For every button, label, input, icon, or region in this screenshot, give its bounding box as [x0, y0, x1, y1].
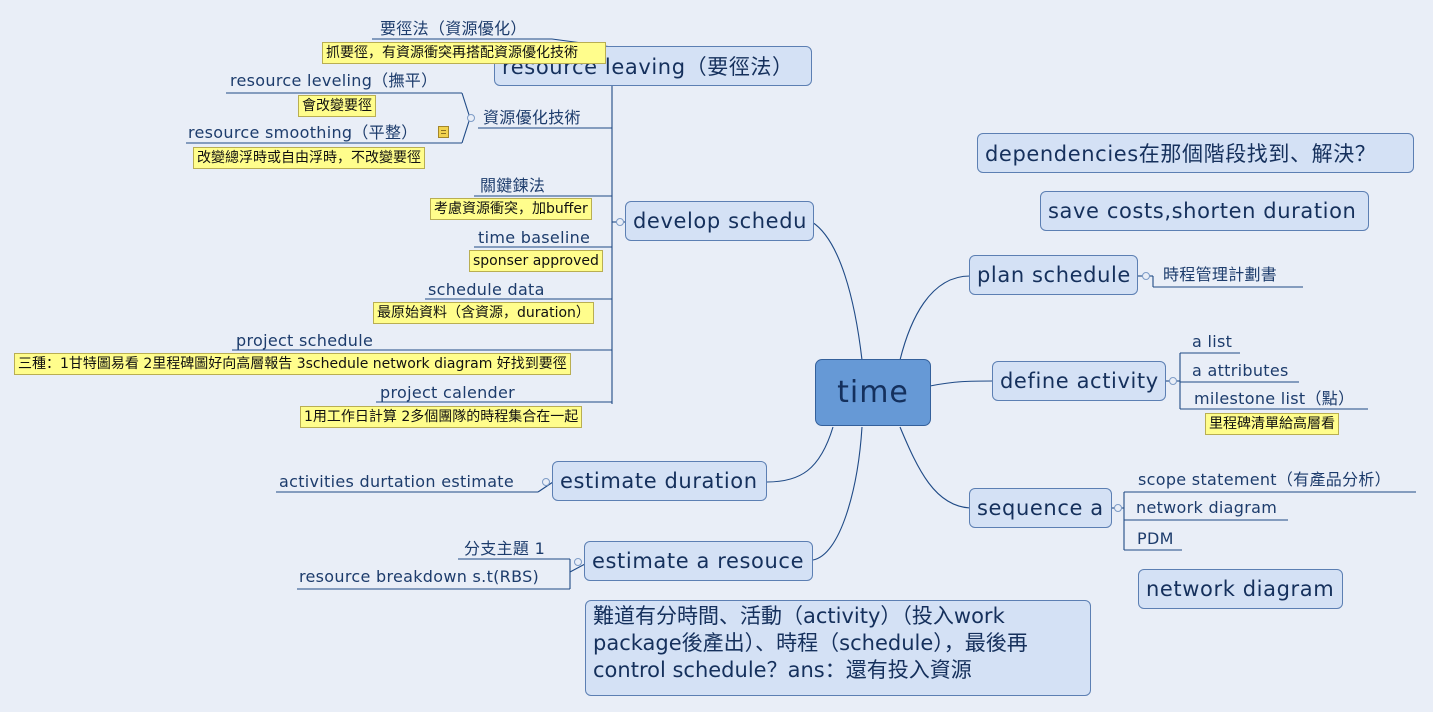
subtopic-network-diagram[interactable]: network diagram: [1136, 498, 1278, 517]
subtopic-scope-statement[interactable]: scope statement（有產品分析）: [1138, 470, 1391, 489]
note-resource-leveling: 會改變要徑: [298, 95, 376, 117]
floating-save-costs[interactable]: save costs,shorten duration: [1040, 191, 1369, 231]
note-project-calender: 1用工作日計算 2多個團隊的時程集合在一起: [300, 406, 583, 428]
central-topic[interactable]: time: [815, 359, 931, 426]
subtopic-resource-optimization[interactable]: 資源優化技術: [483, 108, 581, 127]
note-critical-chain: 考慮資源衝突，加buffer: [430, 198, 592, 220]
note-schedule-data: 最原始資料（含資源，duration）: [373, 302, 594, 324]
subtopic-schedule-data[interactable]: schedule data: [428, 280, 545, 299]
floating-network-diagram[interactable]: network diagram: [1138, 569, 1343, 609]
subtopic-activity-list[interactable]: a list: [1192, 332, 1233, 351]
subtopic-branch-topic-1[interactable]: 分支主題 1: [464, 539, 546, 558]
subtopic-project-schedule[interactable]: project schedule: [236, 331, 374, 350]
subtopic-pdm[interactable]: PDM: [1137, 529, 1174, 548]
subtopic-resource-leveling[interactable]: resource leveling（撫平）: [230, 71, 438, 90]
note-project-schedule: 三種：1甘特圖易看 2里程碑圖好向高層報告 3schedule network …: [14, 353, 571, 375]
subtopic-time-baseline[interactable]: time baseline: [478, 228, 591, 247]
note-milestone-list: 里程碑清單給高層看: [1205, 413, 1339, 435]
subtopic-resource-breakdown[interactable]: resource breakdown s.t(RBS): [299, 567, 540, 586]
branch-estimate-resource[interactable]: estimate a resouce: [584, 541, 813, 581]
branch-define-activity[interactable]: define activity: [992, 361, 1166, 401]
subtopic-activity-attributes[interactable]: a attributes: [1192, 361, 1289, 380]
branch-develop-schedule[interactable]: develop schedu: [625, 201, 814, 241]
subtopic-milestone-list[interactable]: milestone list（點）: [1194, 389, 1355, 408]
subtopic-project-calender[interactable]: project calender: [380, 383, 516, 402]
subtopic-critical-path[interactable]: 要徑法（資源優化）: [380, 19, 527, 38]
note-resource-smoothing: 改變總浮時或自由浮時，不改變要徑: [193, 147, 425, 169]
note-critical-path: 抓要徑，有資源衝突再搭配資源優化技術: [322, 42, 606, 64]
note-time-baseline: sponser approved: [469, 250, 603, 272]
subtopic-critical-chain[interactable]: 關鍵鍊法: [480, 176, 546, 195]
branch-sequence-activities[interactable]: sequence a: [969, 488, 1112, 528]
branch-estimate-duration[interactable]: estimate duration: [552, 461, 767, 501]
subtopic-schedule-management-plan[interactable]: 時程管理計劃書: [1163, 265, 1278, 284]
subtopic-activities-duration-estimate[interactable]: activities durtation estimate: [279, 472, 515, 491]
subtopic-resource-smoothing[interactable]: resource smoothing（平整）: [188, 123, 418, 142]
branch-plan-schedule[interactable]: plan schedule: [969, 255, 1138, 295]
floating-dependencies[interactable]: dependencies在那個階段找到、解決？: [977, 133, 1414, 173]
floating-question[interactable]: 難道有分時間、活動（activity）（投入work package後產出）、時…: [585, 600, 1091, 696]
memo-icon[interactable]: [438, 126, 449, 138]
